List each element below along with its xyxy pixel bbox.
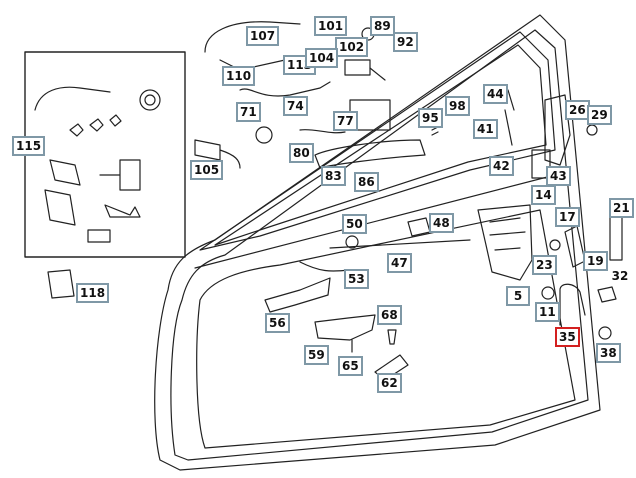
plate-21	[609, 214, 623, 261]
door-outer-outline	[154, 14, 601, 471]
callout-74[interactable]: 74	[283, 96, 308, 116]
rod-44	[507, 89, 515, 111]
pin-68	[387, 329, 397, 345]
callout-35[interactable]: 35	[555, 327, 580, 347]
callout-53[interactable]: 53	[344, 269, 369, 289]
callout-68[interactable]: 68	[377, 305, 402, 325]
inset-frame	[24, 51, 186, 258]
callout-43[interactable]: 43	[546, 166, 571, 186]
callout-47[interactable]: 47	[387, 253, 412, 273]
door-inner-panel	[196, 209, 576, 449]
rod-53	[299, 261, 351, 272]
callout-115[interactable]: 115	[12, 136, 46, 156]
door-belt-line	[194, 174, 556, 269]
callout-95[interactable]: 95	[418, 108, 443, 128]
bolt-38	[598, 326, 612, 340]
callout-50[interactable]: 50	[342, 214, 367, 234]
callout-118[interactable]: 118	[76, 283, 110, 303]
bolt-11	[541, 286, 555, 300]
callout-11[interactable]: 11	[535, 302, 560, 322]
callout-21[interactable]: 21	[609, 198, 634, 218]
hook-35	[559, 283, 586, 326]
callout-110[interactable]: 110	[222, 66, 256, 86]
rod-41	[504, 109, 513, 146]
callout-86[interactable]: 86	[354, 172, 379, 192]
door-window-inner	[214, 44, 547, 246]
callout-107[interactable]: 107	[246, 26, 280, 46]
callout-101[interactable]: 101	[314, 16, 348, 36]
callout-14[interactable]: 14	[531, 185, 556, 205]
outer-handle	[314, 139, 426, 169]
callout-105[interactable]: 105	[190, 160, 224, 180]
screw-29	[586, 124, 598, 136]
callout-17[interactable]: 17	[555, 207, 580, 227]
washer-23	[549, 239, 561, 251]
inset-latch-parts	[49, 159, 141, 191]
inset-lock-cylinder	[139, 89, 161, 111]
plate-118	[47, 269, 75, 299]
callout-104[interactable]: 104	[305, 48, 339, 68]
callout-80[interactable]: 80	[289, 143, 314, 163]
callout-77[interactable]: 77	[333, 111, 358, 131]
callout-38[interactable]: 38	[596, 343, 621, 363]
rod-47	[329, 239, 471, 249]
inset-barrel	[87, 229, 111, 243]
inner-handle-56	[264, 277, 331, 313]
door-inner-outline	[170, 29, 589, 461]
callout-62[interactable]: 62	[377, 373, 402, 393]
callout-5[interactable]: 5	[506, 286, 530, 306]
inset-cable	[34, 86, 111, 111]
callout-32[interactable]: 32	[611, 269, 629, 283]
clip-32	[597, 286, 617, 303]
callout-19[interactable]: 19	[583, 251, 608, 271]
callout-83[interactable]: 83	[321, 166, 346, 186]
callout-44[interactable]: 44	[483, 84, 508, 104]
door-latch	[477, 204, 533, 281]
callout-71[interactable]: 71	[236, 102, 261, 122]
grip-48	[407, 217, 431, 237]
clip-50	[345, 235, 359, 249]
callout-48[interactable]: 48	[429, 213, 454, 233]
knob	[255, 126, 273, 144]
inset-bracket	[44, 189, 76, 226]
callout-26[interactable]: 26	[565, 100, 590, 120]
callout-102[interactable]: 102	[335, 37, 369, 57]
inset-clips	[69, 114, 122, 137]
door-window-frame	[199, 31, 556, 251]
inset-key	[104, 204, 141, 218]
callout-23[interactable]: 23	[532, 255, 557, 275]
callout-98[interactable]: 98	[445, 96, 470, 116]
clip-part	[344, 59, 371, 76]
rod-lower	[239, 81, 331, 97]
inner-handle-59	[314, 314, 376, 341]
callout-65[interactable]: 65	[338, 356, 363, 376]
callout-92[interactable]: 92	[393, 32, 418, 52]
callout-41[interactable]: 41	[473, 119, 498, 139]
callout-29[interactable]: 29	[587, 105, 612, 125]
callout-89[interactable]: 89	[370, 16, 395, 36]
cable-loop	[204, 21, 301, 53]
callout-59[interactable]: 59	[304, 345, 329, 365]
callout-42[interactable]: 42	[489, 156, 514, 176]
callout-56[interactable]: 56	[265, 313, 290, 333]
